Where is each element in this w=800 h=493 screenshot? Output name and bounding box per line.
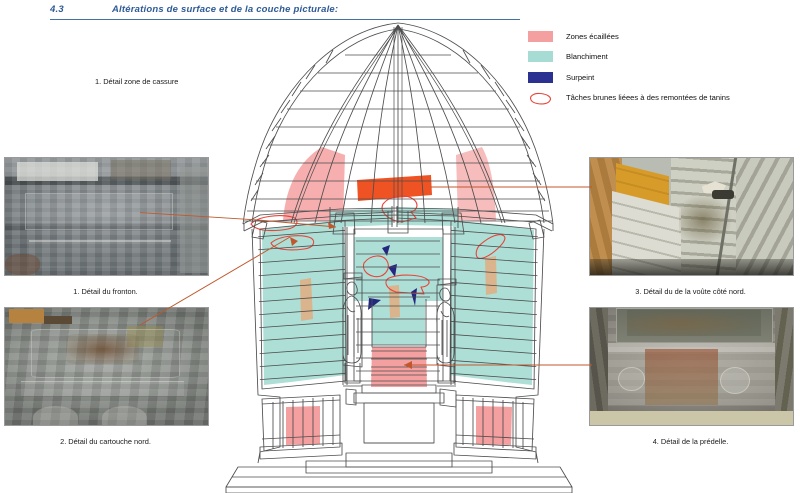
photo-cartouche-image [5, 308, 208, 425]
statue-right [436, 278, 457, 387]
legend-swatch-blob-outline-icon [528, 92, 553, 105]
leader-lines [140, 186, 592, 369]
zone-ecaillee-dome-left [283, 147, 345, 221]
photo-fronton[interactable] [4, 157, 209, 276]
section-heading: 4.3 Altérations de surface et de la couc… [0, 2, 760, 24]
legend-swatch-blue-icon [528, 71, 553, 83]
photo-fronton-caption: 1. Détail du fronton. [73, 287, 138, 296]
photo-voute-image [590, 158, 793, 275]
surpeint-2 [368, 298, 381, 310]
zone-ecaillee-dome-right [456, 147, 496, 221]
photo-predelle-image [590, 308, 793, 425]
zone-bois-nu-gauche [300, 278, 313, 321]
legend-label: Zones écaillées [566, 31, 619, 41]
heading-underline [50, 19, 520, 20]
photo-cartouche-caption: 2. Détail du cartouche nord. [60, 437, 151, 446]
zone-blanchiment-haute-droite [396, 207, 459, 226]
photo-voute-caption: 3. Détail du de la voûte côté nord. [635, 287, 746, 296]
legend-label: Blanchiment [566, 52, 608, 61]
zone-ecaillee-socle-droit [476, 406, 512, 445]
retable-elevation-drawing [140, 15, 660, 493]
legend-item-ecaillage: Zones écaillées [528, 27, 790, 45]
photo-voute[interactable] [589, 157, 794, 276]
legend-label: Surpeint [566, 72, 595, 82]
alteration-zones [262, 147, 534, 445]
photo-fronton-image [5, 158, 208, 275]
zone-ecaillee-forte-dome [357, 175, 432, 201]
legend-item-surpeint: Surpeint [528, 68, 790, 86]
section-number: 4.3 [50, 4, 64, 15]
legend: Zones écaillées Blanchiment Surpeint Tâc… [528, 27, 790, 109]
legend-item-tanins: Tâches brunes liéees à des remontées de … [528, 89, 790, 107]
statue-left [342, 272, 363, 387]
page-title: Altérations de surface et de la couche p… [112, 4, 339, 15]
legend-swatch-teal-icon [528, 51, 553, 62]
legend-swatch-pink-icon [528, 30, 553, 42]
zone-bois-nu-droit [485, 256, 497, 295]
photo-predelle-caption: 4. Détail de la prédelle. [652, 437, 729, 446]
legend-label: Tâches brunes liéees à des remontées de … [566, 93, 730, 102]
legend-item-blanchiment: Blanchiment [528, 48, 790, 66]
photo-cartouche[interactable] [4, 307, 209, 426]
photo-predelle[interactable] [589, 307, 794, 426]
zone-blanchiment-panneau-droit [450, 221, 534, 385]
annotation-break-zone: 1. Détail zone de cassure [95, 77, 179, 86]
retable-linework [225, 22, 573, 493]
surpeint-4 [382, 245, 390, 256]
